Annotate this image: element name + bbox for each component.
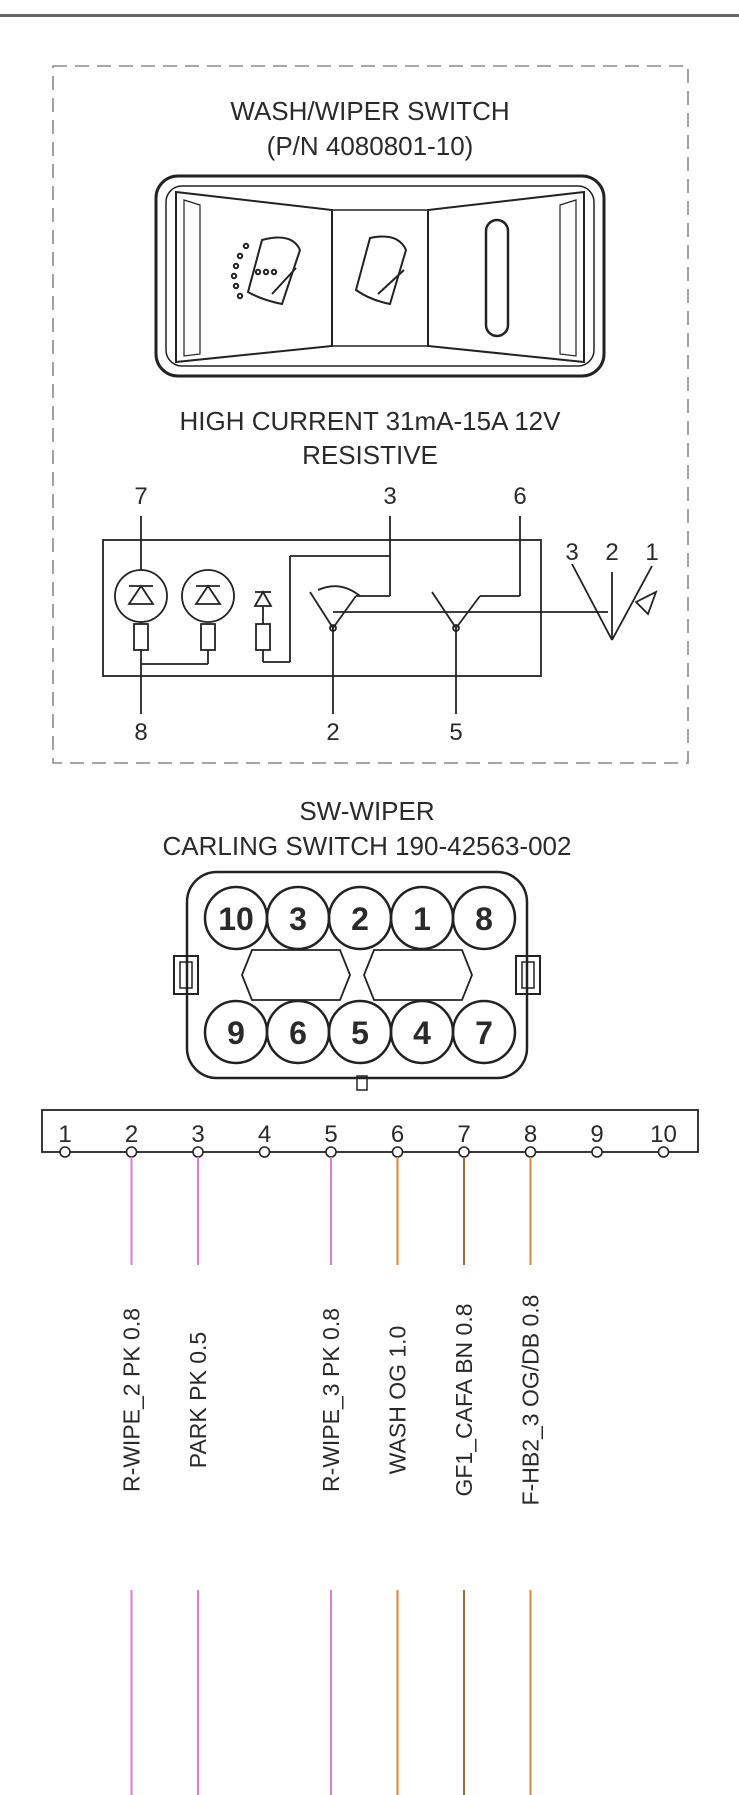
- schematic-pin-6: 6: [513, 483, 526, 510]
- rating-line-1: HIGH CURRENT 31mA-15A 12V: [180, 406, 562, 436]
- connector-name: SW-WIPER: [299, 796, 434, 826]
- wire-list: R-WIPE_2 PK 0.8 PARK PK 0.5 R-WIPE_3 PK 0.…: [119, 1157, 544, 1795]
- schematic-pin-2: 2: [326, 719, 339, 746]
- cavity-bottom-2: 6: [289, 1015, 307, 1051]
- wire-label: R-WIPE_3 PK 0.8: [318, 1308, 344, 1492]
- strip-pin-terminal: [524, 1146, 537, 1158]
- cavity-top-1: 10: [218, 901, 254, 937]
- cavity-bottom-3: 5: [351, 1015, 369, 1051]
- strip-pin-label: 8: [524, 1121, 537, 1148]
- schematic-pin-3: 3: [383, 483, 396, 510]
- strip-pin-label: 6: [391, 1121, 404, 1148]
- strip-pin-terminal: [258, 1146, 271, 1158]
- cavity-bottom-1: 9: [227, 1015, 245, 1051]
- strip-pin-label: 10: [650, 1121, 677, 1148]
- strip-pin-label: 2: [125, 1121, 138, 1148]
- strip-pin-terminal: [591, 1146, 603, 1158]
- strip-pin-terminal: [125, 1146, 138, 1158]
- strip-pin-terminal: [391, 1146, 404, 1158]
- switch-schematic: [102, 516, 658, 714]
- strip-pin-label: 1: [58, 1121, 71, 1148]
- wire-label: WASH OG 1.0: [385, 1326, 411, 1475]
- rating-line-2: RESISTIVE: [302, 440, 438, 470]
- connector-top-row: [203, 885, 517, 951]
- strip-pin-label: 7: [457, 1121, 470, 1148]
- top-border: [0, 14, 739, 17]
- strip-pin-label: 9: [590, 1121, 603, 1148]
- wiper-icon: [354, 235, 408, 306]
- rocker-switch-illustration: [154, 174, 606, 378]
- schematic-pin-7: 7: [134, 483, 147, 510]
- switch-part-number: (P/N 4080801-10): [267, 131, 474, 161]
- wiper-washer-icon: [230, 236, 302, 306]
- strip-pin-label: 4: [258, 1121, 271, 1148]
- position-label-1: 1: [645, 539, 658, 566]
- schematic-pin-8: 8: [134, 719, 147, 746]
- connector-part: CARLING SWITCH 190-42563-002: [163, 831, 572, 861]
- strip-pin-terminal: [59, 1146, 71, 1158]
- position-label-3: 3: [565, 539, 578, 566]
- cavity-top-2: 3: [289, 901, 307, 937]
- cavity-top-3: 2: [351, 901, 369, 937]
- schematic-pin-5: 5: [449, 719, 462, 746]
- strip-pin-terminal: [657, 1146, 670, 1158]
- position-label-2: 2: [605, 539, 618, 566]
- wire-label: GF1_CAFA BN 0.8: [451, 1303, 477, 1496]
- wire-label: PARK PK 0.5: [185, 1332, 211, 1468]
- connector-bottom-row: [203, 999, 517, 1065]
- switch-enclosure: [52, 65, 689, 764]
- wire-label: F-HB2_3 OG/DB 0.8: [518, 1295, 544, 1506]
- strip-pin-terminal: [192, 1146, 204, 1158]
- terminal-strip-pins: 1 2 3 4 5 6 7 8 9 10: [58, 1121, 677, 1158]
- cavity-top-4: 1: [413, 901, 431, 937]
- connector-body: [173, 870, 541, 1091]
- strip-pin-label: 5: [324, 1121, 337, 1148]
- switch-title: WASH/WIPER SWITCH: [230, 96, 509, 126]
- strip-pin-label: 3: [191, 1121, 204, 1148]
- terminal-strip: [41, 1109, 699, 1153]
- cavity-bottom-5: 7: [475, 1015, 493, 1051]
- wire-label: R-WIPE_2 PK 0.8: [119, 1308, 145, 1492]
- strip-pin-terminal: [325, 1146, 337, 1158]
- strip-pin-terminal: [458, 1146, 470, 1158]
- cavity-bottom-4: 4: [413, 1015, 431, 1051]
- cavity-top-5: 8: [475, 901, 493, 937]
